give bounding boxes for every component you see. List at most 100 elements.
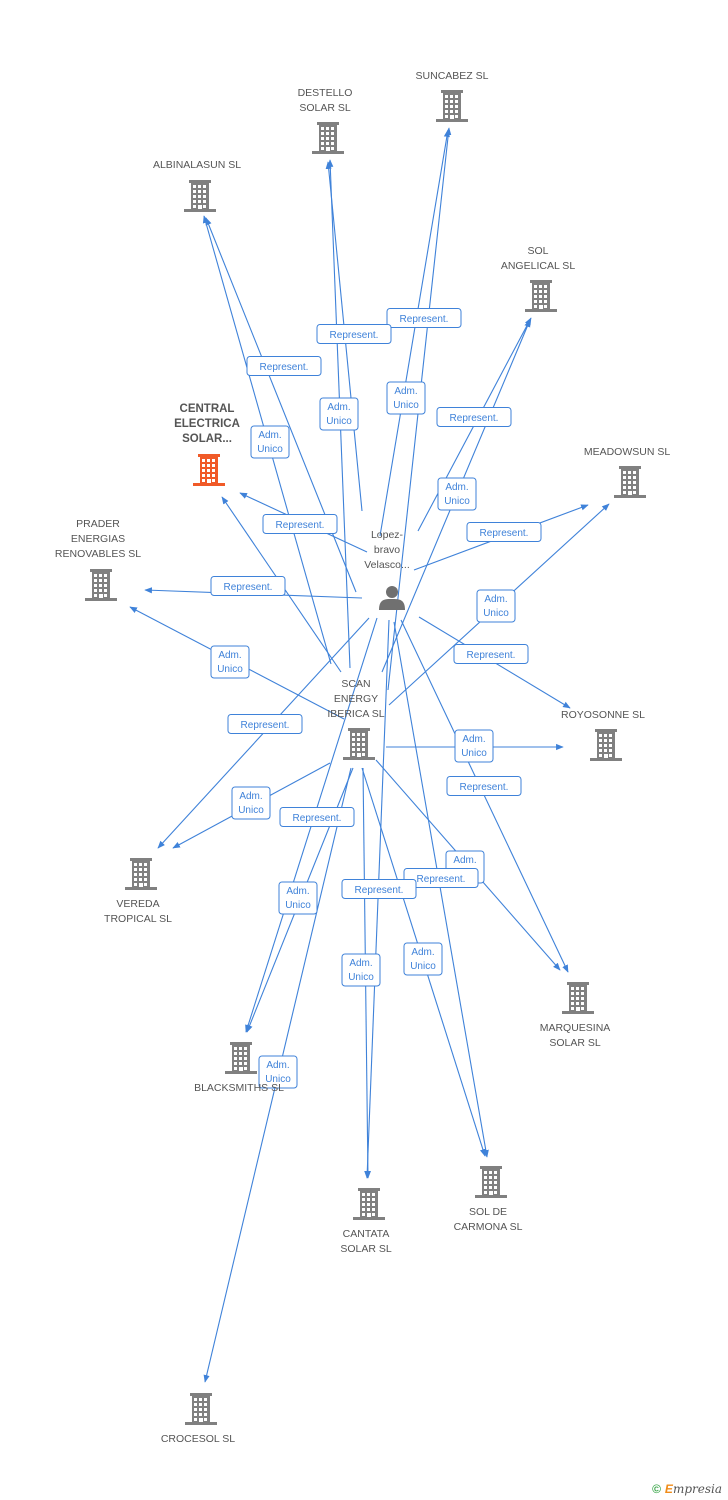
node-label: SOLAR...: [182, 433, 232, 445]
edge-label[interactable]: Represent.: [316, 324, 392, 344]
node-label: VEREDA: [116, 898, 159, 910]
footer-brand: ©Empresia: [652, 1482, 722, 1496]
node-label: DESTELLO: [298, 87, 353, 99]
node-label: SOLAR SL: [340, 1243, 392, 1255]
edge-label-text: Represent.: [293, 813, 342, 824]
edge-label[interactable]: Represent.: [279, 807, 355, 827]
node-label: Velasco...: [364, 559, 410, 571]
edge-label-text: Adm.: [462, 734, 485, 745]
node-label: bravo: [374, 544, 400, 556]
edge-label[interactable]: Adm.Unico: [386, 381, 426, 415]
edge-label[interactable]: Represent.: [403, 868, 479, 888]
edge-label-box: [262, 514, 338, 534]
edge-label-box: [279, 807, 355, 827]
node-label: SCAN: [341, 678, 370, 690]
edge-label[interactable]: Adm.Unico: [258, 1055, 298, 1089]
edge-label-text: Represent.: [417, 874, 466, 885]
node-label: TROPICAL SL: [104, 913, 172, 925]
node-label: Lopez-: [371, 529, 404, 541]
edge-label-box: [403, 942, 443, 976]
node-label: SOL: [527, 245, 548, 257]
edge-label[interactable]: Represent.: [246, 356, 322, 376]
edge-label-text: Unico: [238, 805, 264, 816]
edge-label-text: Adm.: [453, 855, 476, 866]
edge-label[interactable]: Adm.Unico: [210, 645, 250, 679]
edge-label-box: [319, 397, 359, 431]
node-vereda[interactable]: VEREDA TROPICAL SL: [104, 858, 172, 925]
node-label: ALBINALASUN SL: [153, 159, 241, 171]
edge-label-text: Represent.: [330, 330, 379, 341]
node-royosonne[interactable]: ROYOSONNE SL: [561, 709, 645, 761]
node-meadowsun[interactable]: MEADOWSUN SL: [584, 446, 671, 498]
edge-label-text: Unico: [461, 748, 487, 759]
edge-label[interactable]: Adm.Unico: [476, 589, 516, 623]
node-albinalasun[interactable]: ALBINALASUN SL: [153, 159, 241, 212]
edge-label-box: [341, 879, 417, 899]
edge-label[interactable]: Represent.: [341, 879, 417, 899]
edge-label-text: Unico: [326, 416, 352, 427]
edge-label-box: [250, 425, 290, 459]
edge-label[interactable]: Adm.Unico: [403, 942, 443, 976]
edge-label[interactable]: Represent.: [446, 776, 522, 796]
edge-label[interactable]: Represent.: [227, 714, 303, 734]
node-crocesol[interactable]: CROCESOL SL: [161, 1393, 235, 1445]
edge-labels-layer: Represent.Adm.UnicoRepresent.Adm.UnicoRe…: [210, 308, 542, 1089]
edge-label-box: [476, 589, 516, 623]
edge-label-box: [386, 381, 426, 415]
node-central[interactable]: CENTRAL ELECTRICA SOLAR...: [174, 403, 240, 486]
node-label: SUNCABEZ SL: [416, 70, 489, 82]
edge-label[interactable]: Represent.: [262, 514, 338, 534]
edge-label-text: Represent.: [450, 413, 499, 424]
edge-label[interactable]: Represent.: [386, 308, 462, 328]
building-icon: [193, 454, 225, 486]
node-label: CARMONA SL: [454, 1221, 523, 1233]
edge-label[interactable]: Represent.: [436, 407, 512, 427]
edge-label-text: Represent.: [276, 520, 325, 531]
edge-label-text: Adm.: [445, 482, 468, 493]
edge-label[interactable]: Adm.Unico: [231, 786, 271, 820]
edge-label[interactable]: Adm. Unico: [454, 729, 494, 763]
edge-label[interactable]: Adm. Unico: [437, 477, 477, 511]
node-suncabez[interactable]: SUNCABEZ SL: [416, 70, 489, 122]
edge-label-text: Unico: [257, 444, 283, 455]
edge-label-text: Adm.: [266, 1060, 289, 1071]
edge-label-text: Adm.: [327, 402, 350, 413]
node-label: RENOVABLES SL: [55, 548, 141, 560]
node-label: ELECTRICA: [174, 418, 240, 430]
node-label: MEADOWSUN SL: [584, 446, 671, 458]
edge-label[interactable]: Adm.Unico: [250, 425, 290, 459]
edge-line: [393, 621, 489, 1158]
edge-label[interactable]: Represent.: [453, 644, 529, 664]
edge-label-text: Unico: [285, 900, 311, 911]
edge-label-text: Represent.: [260, 362, 309, 373]
edge-label[interactable]: Adm.Unico: [341, 953, 381, 987]
building-icon: [590, 729, 622, 761]
node-person[interactable]: Lopez-bravoVelasco...: [364, 529, 410, 610]
edge-label-box: [210, 576, 286, 596]
edge-label-box: [437, 477, 477, 511]
edge-label-box: [466, 522, 542, 542]
edge-label-box: [231, 786, 271, 820]
edge-label[interactable]: Represent.: [210, 576, 286, 596]
edge-label-text: Adm.: [394, 386, 417, 397]
node-blacksmith[interactable]: BLACKSMITHS SL: [194, 1042, 284, 1094]
node-label: CENTRAL: [180, 403, 235, 415]
building-icon: [475, 1166, 507, 1198]
edge-label[interactable]: Adm. Unico: [319, 397, 359, 431]
node-label: BLACKSMITHS SL: [194, 1082, 284, 1094]
edge-label-text: Adm.: [218, 650, 241, 661]
edge-label-text: Unico: [444, 496, 470, 507]
edge-label-box: [454, 729, 494, 763]
edge-label[interactable]: Adm.Unico: [278, 881, 318, 915]
edge-label[interactable]: Represent.: [466, 522, 542, 542]
edge-label-text: Unico: [348, 972, 374, 983]
copyright-symbol: ©: [652, 1482, 661, 1496]
